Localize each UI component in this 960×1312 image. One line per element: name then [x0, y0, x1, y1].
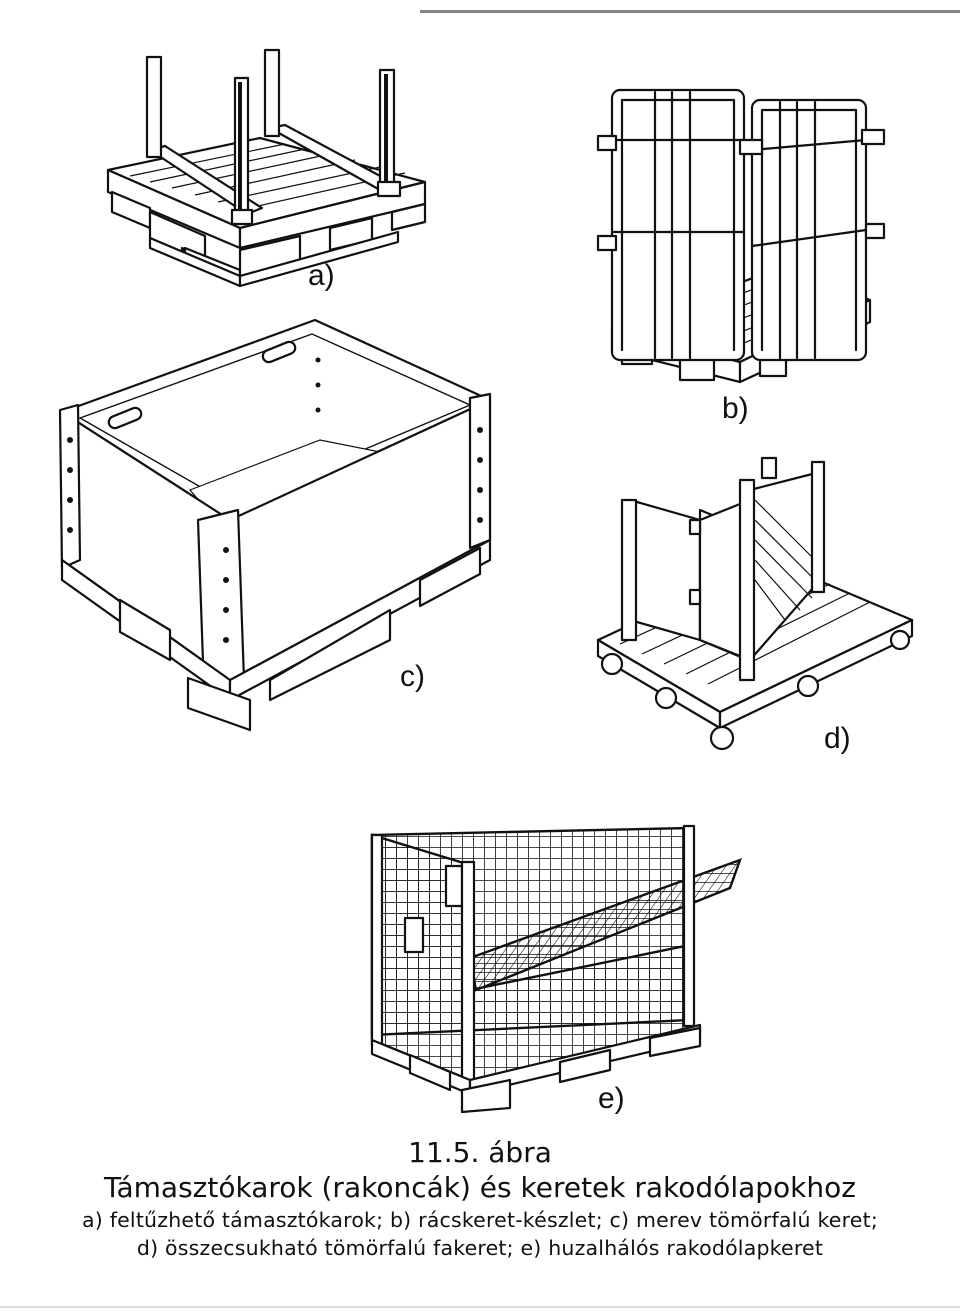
figure-legend-line-1: a) feltűzhető támasztókarok; b) rácskere…: [82, 1208, 878, 1232]
panel-a-label: a): [308, 259, 335, 292]
panel-a-pallet-with-stakes: a): [108, 50, 425, 292]
panel-b-label: b): [722, 392, 749, 425]
figure-legend-line-2: d) összecsukható tömörfalú fakeret; e) h…: [136, 1236, 824, 1260]
panel-b-rack-frame-set: b): [598, 90, 884, 425]
panel-d-collapsible-wooden-frame: d): [598, 458, 912, 755]
panel-d-label: d): [824, 722, 851, 755]
figure-caption: 11.5. ábra Támasztókarok (rakoncák) és k…: [0, 1136, 960, 1262]
figure-number: 11.5. ábra: [408, 1136, 552, 1169]
page-bottom-edge: [0, 1306, 960, 1308]
panel-c-solid-wall-frame: c): [60, 320, 490, 730]
panel-e-wire-mesh-frame: e): [372, 826, 740, 1115]
panel-e-label: e): [598, 1082, 625, 1115]
figure-title: Támasztókarok (rakoncák) és keretek rako…: [104, 1171, 856, 1204]
scan-edge: [420, 0, 960, 13]
panel-c-label: c): [400, 660, 425, 693]
